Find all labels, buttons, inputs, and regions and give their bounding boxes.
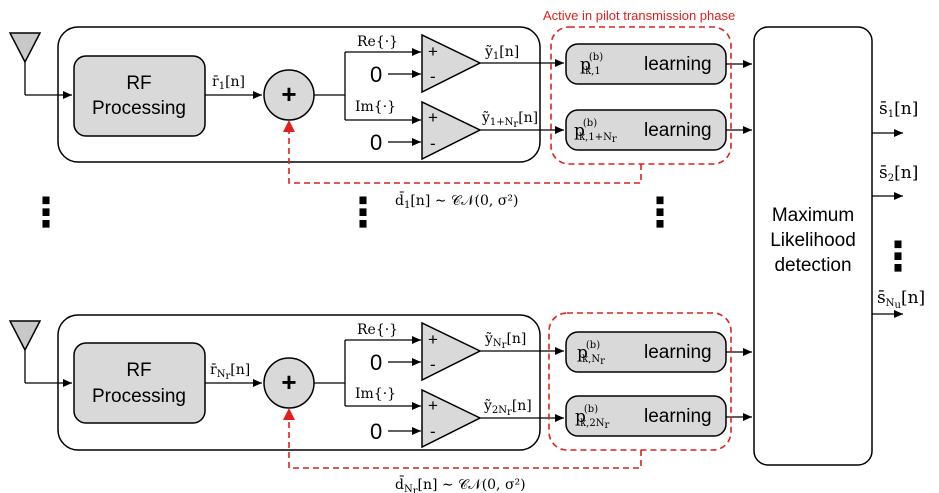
svg-text:+: + xyxy=(428,330,438,349)
svg-text:-: - xyxy=(430,355,436,374)
noise-feedback-path-top xyxy=(288,124,642,184)
antenna-icon-top xyxy=(8,32,42,64)
comparator-top-1 xyxy=(421,33,482,94)
y-tilde-Nr-label: ỹNr[n] xyxy=(484,331,526,351)
learning-label-top-1: learning xyxy=(644,54,712,75)
learning-label-bottom-1: learning xyxy=(644,342,712,363)
ml-detection-block xyxy=(753,26,873,466)
svg-text:+: + xyxy=(428,42,438,61)
re-operator-bottom: Re{·} xyxy=(357,322,398,338)
pilot-phase-label: Active in pilot transmission phase xyxy=(543,8,735,23)
y-tilde-1-label: ỹ1[n] xyxy=(484,44,519,62)
svg-text:-: - xyxy=(430,422,436,441)
output-s1: s̄1[n] xyxy=(879,99,918,120)
output-s2: s̄2[n] xyxy=(879,163,918,184)
rf-processing-block-top xyxy=(73,55,206,137)
zero-input-bottom-2: 0 xyxy=(370,419,382,444)
rf-label-line1: RF xyxy=(126,73,151,94)
comparator-bottom-1 xyxy=(421,321,482,382)
ml-label-line3: detection xyxy=(774,255,851,276)
comparator-bottom-2 xyxy=(421,388,482,449)
rf-processing-block-bottom xyxy=(73,342,206,424)
svg-text:Processing: Processing xyxy=(92,386,186,407)
ellipsis-learning: ⋮ xyxy=(640,191,680,235)
ml-label-line2: Likelihood xyxy=(770,230,856,251)
im-operator-bottom: Im{·} xyxy=(355,386,396,402)
im-operator-top: Im{·} xyxy=(355,99,396,115)
svg-text:RF: RF xyxy=(126,360,151,381)
antenna-icon-bottom xyxy=(8,320,42,352)
svg-text:p(b)k,2Nr: p(b)k,2Nr xyxy=(575,404,609,431)
branch-top: RF Processing r̄1[n] + Re{·} Im{·} 0 0 +… xyxy=(8,8,752,211)
svg-text:p(b)k,Nr: p(b)k,Nr xyxy=(577,340,605,367)
svg-text:+: + xyxy=(428,108,438,127)
y-tilde-2Nr-label: ỹ2Nr[n] xyxy=(483,398,532,418)
svg-text:p(b)k,1+Nr: p(b)k,1+Nr xyxy=(574,118,617,145)
branch-bottom: RF Processing r̄Nr[n] + Re{·} Im{·} 0 0 … xyxy=(8,312,752,493)
receiver-chain-box-top xyxy=(57,26,541,163)
zero-input-top-1: 0 xyxy=(370,62,382,87)
noise-label-bottom: d̄Nr[n] ∼ 𝒞𝒩(0, σ²) xyxy=(395,475,526,493)
svg-text:-: - xyxy=(430,134,436,153)
noise-label-top: d̄1[n] ∼ 𝒞𝒩(0, σ²) xyxy=(395,191,518,211)
ml-label-line1: Maximum xyxy=(772,205,854,226)
comparator-top-2 xyxy=(421,100,482,161)
svg-text:p(b)k,1: p(b)k,1 xyxy=(580,52,603,77)
re-operator-top: Re{·} xyxy=(357,34,398,50)
rNr-signal-label: r̄Nr[n] xyxy=(210,362,250,382)
svg-text:+: + xyxy=(281,367,296,397)
svg-text:+: + xyxy=(281,79,296,109)
r1-signal-label: r̄1[n] xyxy=(212,74,245,92)
ellipsis-antenna: ⋮ xyxy=(26,191,66,235)
ellipsis-outputs: ⋮ xyxy=(878,235,918,279)
noise-feedback-path-bottom xyxy=(288,412,642,469)
y-tilde-1plusNr-label: ỹ1+Nr[n] xyxy=(481,110,538,130)
pilot-phase-region-bottom xyxy=(548,312,732,451)
svg-text:+: + xyxy=(428,396,438,415)
output-sNu: s̄Nu[n] xyxy=(877,288,925,311)
zero-input-top-2: 0 xyxy=(370,130,382,155)
receiver-chain-box-bottom xyxy=(57,314,541,451)
rf-label-line2: Processing xyxy=(92,98,186,119)
learning-label-top-2: learning xyxy=(644,120,712,141)
zero-input-bottom-1: 0 xyxy=(370,350,382,375)
learning-label-bottom-2: learning xyxy=(644,406,712,427)
learning-block-bottom-2 xyxy=(565,395,727,437)
ellipsis-middle: ⋮ xyxy=(343,191,383,235)
svg-text:-: - xyxy=(430,67,436,86)
